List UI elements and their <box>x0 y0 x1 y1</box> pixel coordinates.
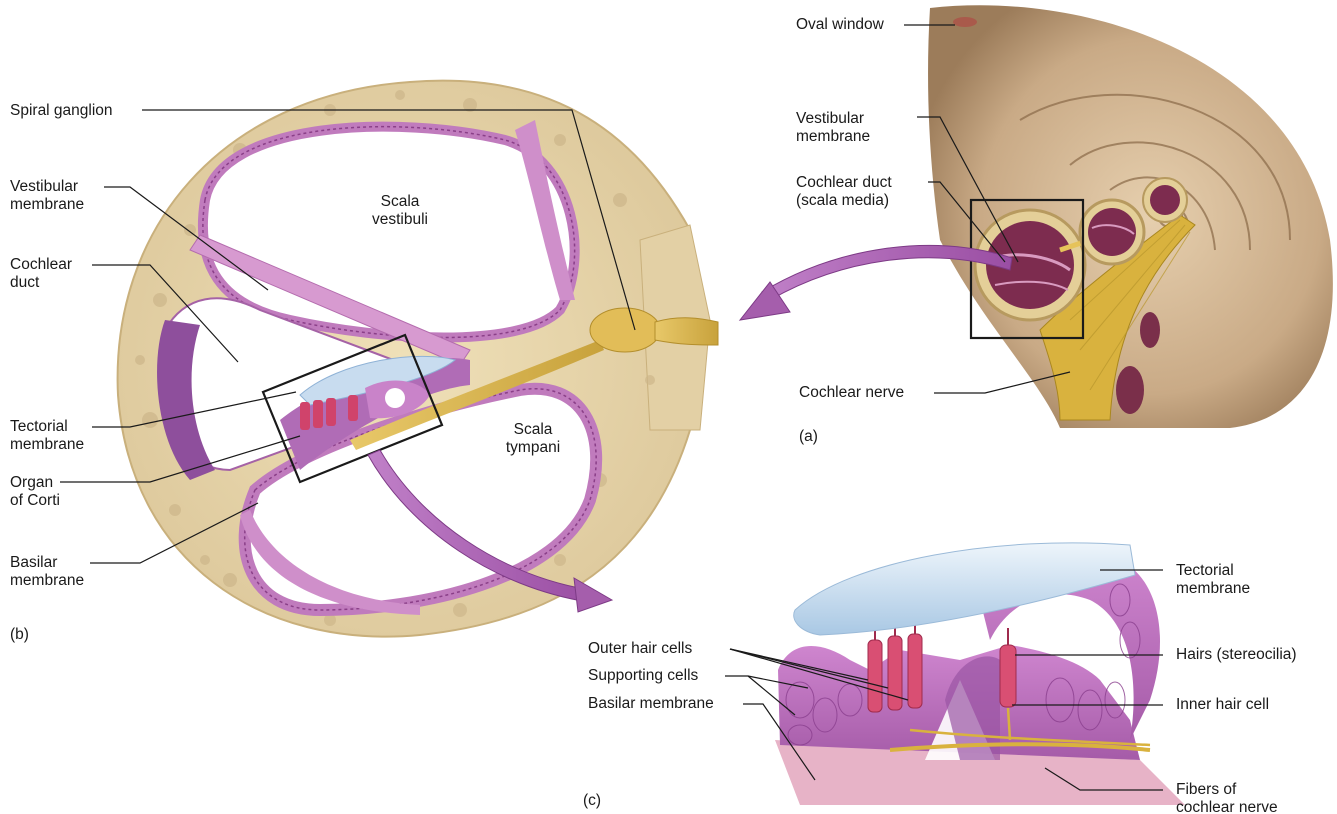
label-hairs-stereocilia: Hairs (stereocilia) <box>1176 646 1297 664</box>
label-panel-c: (c) <box>583 792 601 810</box>
panel-c-illustration <box>775 543 1185 805</box>
label-organ-of-corti: Organ of Corti <box>10 474 60 510</box>
label-vestibular-membrane-b: Vestibular membrane <box>10 178 84 214</box>
label-panel-a: (a) <box>799 428 818 446</box>
label-oval-window: Oval window <box>796 16 884 34</box>
label-cochlear-duct-a: Cochlear duct (scala media) <box>796 174 892 210</box>
label-cochlear-duct-b: Cochlear duct <box>10 256 72 292</box>
label-panel-b: (b) <box>10 626 29 644</box>
label-basilar-membrane-b: Basilar membrane <box>10 554 84 590</box>
label-supporting-cells: Supporting cells <box>588 667 698 685</box>
label-scala-tympani: Scala tympani <box>493 421 573 457</box>
label-tectorial-membrane-b: Tectorial membrane <box>10 418 84 454</box>
panel-a-illustration <box>928 5 1333 428</box>
label-tectorial-membrane-c: Tectorial membrane <box>1176 562 1250 598</box>
label-scala-vestibuli: Scala vestibuli <box>355 193 445 229</box>
label-inner-hair-cell: Inner hair cell <box>1176 696 1269 714</box>
panel-b-illustration <box>118 81 718 637</box>
label-fibers-of-cochlear-nerve: Fibers of cochlear nerve <box>1176 781 1278 814</box>
label-cochlear-nerve: Cochlear nerve <box>799 384 904 402</box>
label-spiral-ganglion: Spiral ganglion <box>10 102 113 120</box>
label-vestibular-membrane-a: Vestibular membrane <box>796 110 870 146</box>
label-basilar-membrane-c: Basilar membrane <box>588 695 714 713</box>
label-outer-hair-cells: Outer hair cells <box>588 640 692 658</box>
